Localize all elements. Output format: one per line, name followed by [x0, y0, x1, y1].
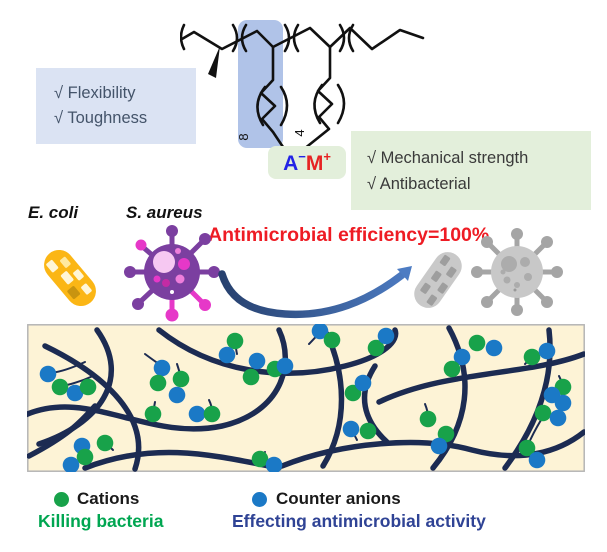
cation-dot: [172, 370, 190, 388]
anion-dot: [485, 339, 503, 357]
network-panel: [27, 324, 585, 472]
octyl-side-chain: [256, 45, 289, 149]
cation-dot: [468, 334, 486, 352]
flexibility-line: √ Flexibility: [54, 84, 136, 102]
anion-dot-icon: [252, 492, 267, 507]
anion-dot: [153, 359, 171, 377]
anion-dot: [39, 365, 57, 383]
butyl-ionic-side-chain: [302, 45, 346, 151]
cation-dot: [51, 378, 69, 396]
repeat-count-left: 8: [236, 133, 251, 140]
dead-saureus-icon: [471, 228, 563, 316]
anion-dot: [377, 327, 395, 345]
ion-pair-label: A−M+: [268, 146, 346, 179]
anion-dot: [430, 437, 448, 455]
cation-dot-icon: [54, 492, 69, 507]
monomer-highlight: [238, 20, 283, 148]
anion-dot: [311, 324, 329, 340]
saureus-icon: [124, 225, 220, 322]
effecting-activity-caption: Effecting antimicrobial activity: [232, 511, 486, 531]
saureus-label: S. aureus: [126, 203, 203, 222]
repeat-count-right: 4: [292, 129, 307, 136]
cation-dot: [323, 331, 341, 349]
anion-dot: [549, 409, 567, 427]
anion-dot: [554, 394, 572, 412]
strength-antibacterial-box: √ Mechanical strength √ Antibacterial: [351, 131, 591, 210]
ecoli-label: E. coli: [28, 203, 79, 222]
methyl-wedge-bond: [208, 46, 220, 78]
anion-dot: [248, 352, 266, 370]
dead-ecoli-icon: [414, 252, 462, 308]
curved-arrow-icon: [218, 266, 412, 319]
anion-dot: [276, 357, 294, 375]
anion-dot: [265, 456, 283, 472]
toughness-line: √ Toughness: [54, 109, 148, 127]
flexibility-toughness-box: √ Flexibility √ Toughness: [36, 68, 196, 144]
mechanical-strength-line: √ Mechanical strength: [367, 148, 529, 167]
cation-dot: [76, 448, 94, 466]
cation-dot: [226, 332, 244, 350]
ion-dots-layer: [39, 324, 572, 472]
killing-bacteria-caption: Killing bacteria: [38, 511, 164, 531]
counter-anions-legend-label: Counter anions: [276, 489, 401, 508]
efficiency-text: Antimicrobial efficiency=100%: [208, 224, 490, 246]
cation-dot: [518, 439, 536, 457]
cation-dot: [437, 425, 455, 443]
anion-dot: [66, 384, 84, 402]
polymer-backbone: [180, 23, 425, 53]
cation-dot: [203, 405, 221, 423]
cation-dot: [79, 378, 97, 396]
cation-dot: [367, 339, 385, 357]
cation-dot: [534, 404, 552, 422]
anion-dot: [354, 374, 372, 392]
cation-dot: [443, 360, 461, 378]
anion-dot: [188, 405, 206, 423]
anion-dot: [218, 346, 236, 364]
cations-legend-label: Cations: [77, 489, 140, 508]
cation-dot: [242, 368, 260, 386]
anion-dot: [528, 451, 546, 469]
anion-symbol: A−: [283, 148, 306, 175]
antibacterial-line: √ Antibacterial: [367, 174, 471, 193]
anion-dot: [538, 342, 556, 360]
cation-dot: [149, 374, 167, 392]
cation-dot: [96, 434, 114, 452]
anion-dot: [453, 348, 471, 366]
cation-symbol: M+: [305, 148, 331, 175]
anion-dot: [62, 456, 80, 472]
polymer-structure: 8 4: [180, 20, 425, 151]
cation-dot: [144, 405, 162, 423]
cation-dot: [419, 410, 437, 428]
ecoli-icon: [44, 249, 96, 307]
cation-dot: [359, 422, 377, 440]
anion-dot: [342, 420, 360, 438]
cation-dot: [251, 450, 269, 468]
anion-dot: [168, 386, 186, 404]
cation-dot: [523, 348, 541, 366]
